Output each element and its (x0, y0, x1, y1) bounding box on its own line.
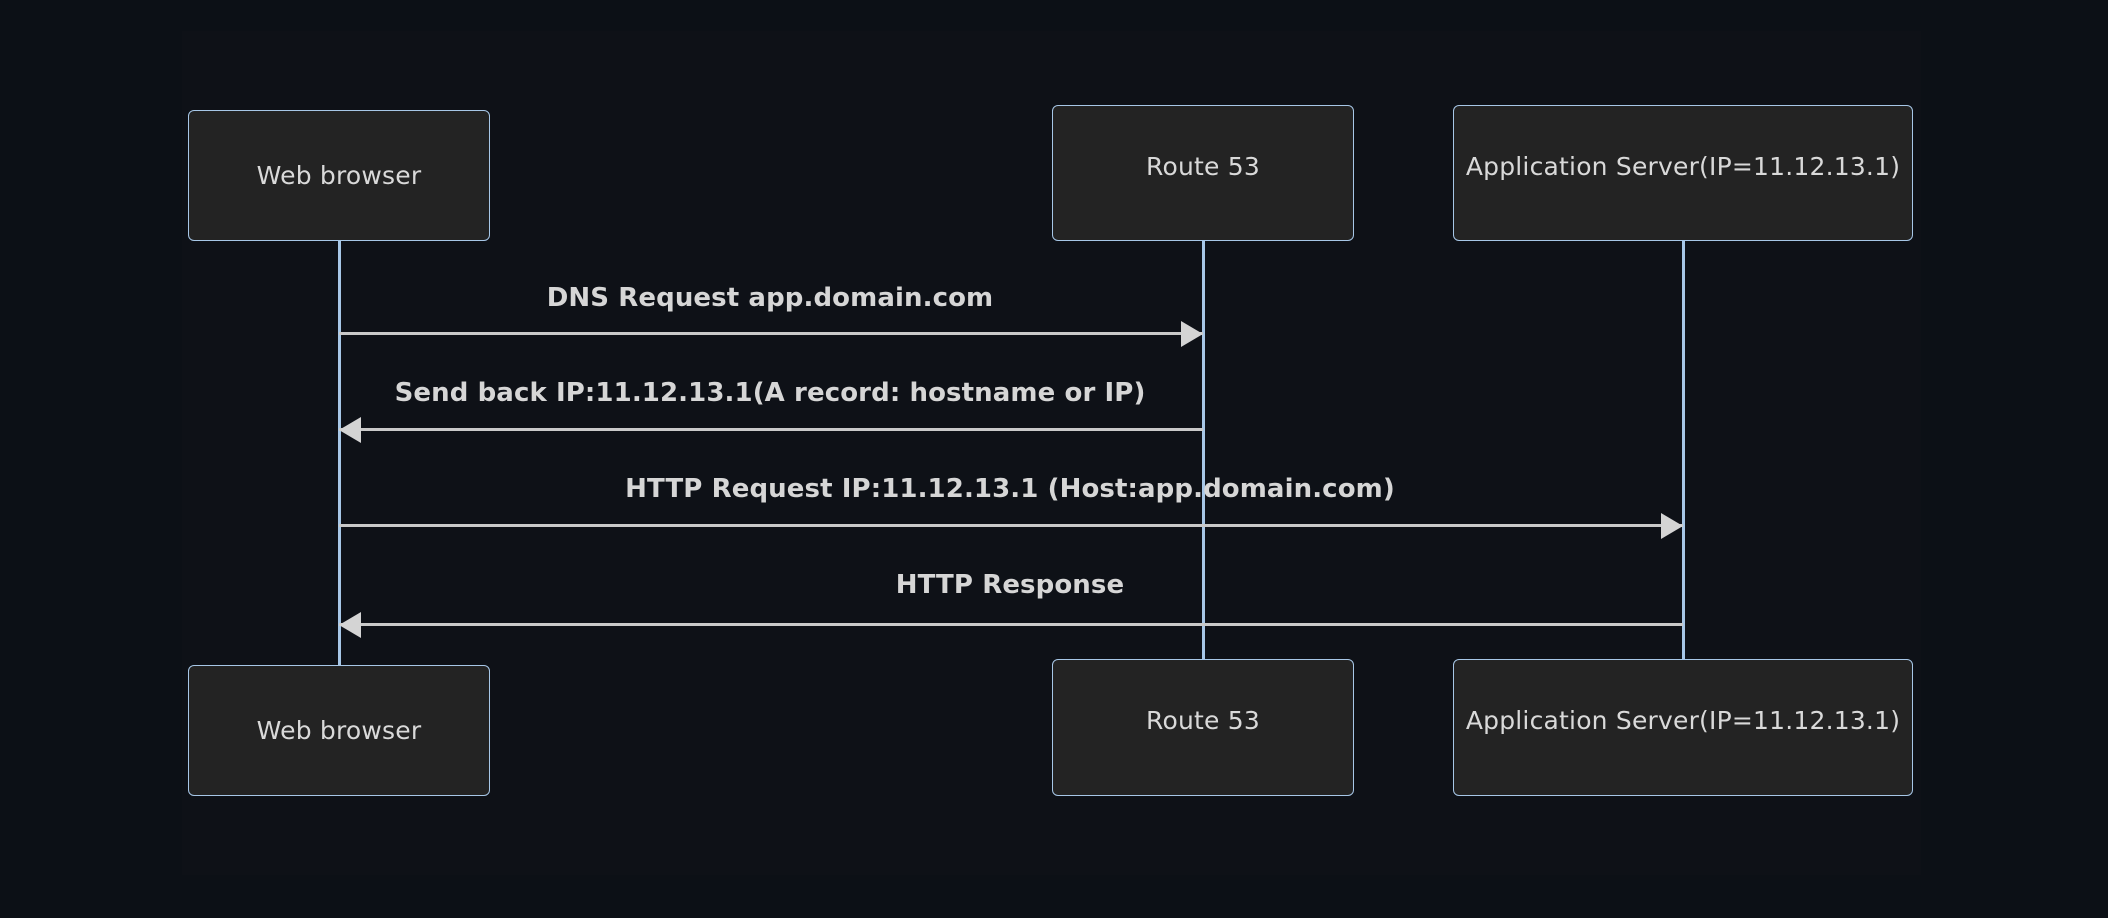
participant-label: Web browser (256, 161, 422, 190)
message-line-2 (339, 428, 1203, 431)
participant-label: Route 53 (1146, 706, 1260, 735)
message-line-3 (339, 524, 1683, 527)
participant-label: Web browser (256, 716, 422, 745)
participant-box-appserver-top[interactable]: Application Server(IP=11.12.13.1) (1453, 105, 1913, 241)
lifeline-browser (337, 241, 341, 665)
message-label-1: DNS Request app.domain.com (546, 283, 994, 313)
message-label-4: HTTP Response (895, 570, 1125, 600)
participant-box-browser-top[interactable]: Web browser (188, 110, 490, 241)
lifeline-route53 (1201, 241, 1205, 659)
participant-label: Application Server(IP=11.12.13.1) (1465, 152, 1901, 181)
participant-label: Route 53 (1146, 152, 1260, 181)
participant-label: Application Server(IP=11.12.13.1) (1465, 706, 1901, 735)
message-label-2: Send back IP:11.12.13.1(A record: hostna… (394, 378, 1146, 408)
participant-box-route53-bottom[interactable]: Route 53 (1052, 659, 1354, 796)
arrowhead-2 (339, 416, 361, 443)
lifeline-appserver (1681, 241, 1685, 659)
participant-box-browser-bottom[interactable]: Web browser (188, 665, 490, 796)
message-line-1 (339, 332, 1203, 335)
participant-box-appserver-bottom[interactable]: Application Server(IP=11.12.13.1) (1453, 659, 1913, 796)
message-line-4 (339, 623, 1683, 626)
message-label-3: HTTP Request IP:11.12.13.1 (Host:app.dom… (625, 474, 1395, 504)
arrowhead-3 (1661, 512, 1683, 539)
arrowhead-4 (339, 611, 361, 638)
participant-box-route53-top[interactable]: Route 53 (1052, 105, 1354, 241)
arrowhead-1 (1181, 320, 1203, 347)
